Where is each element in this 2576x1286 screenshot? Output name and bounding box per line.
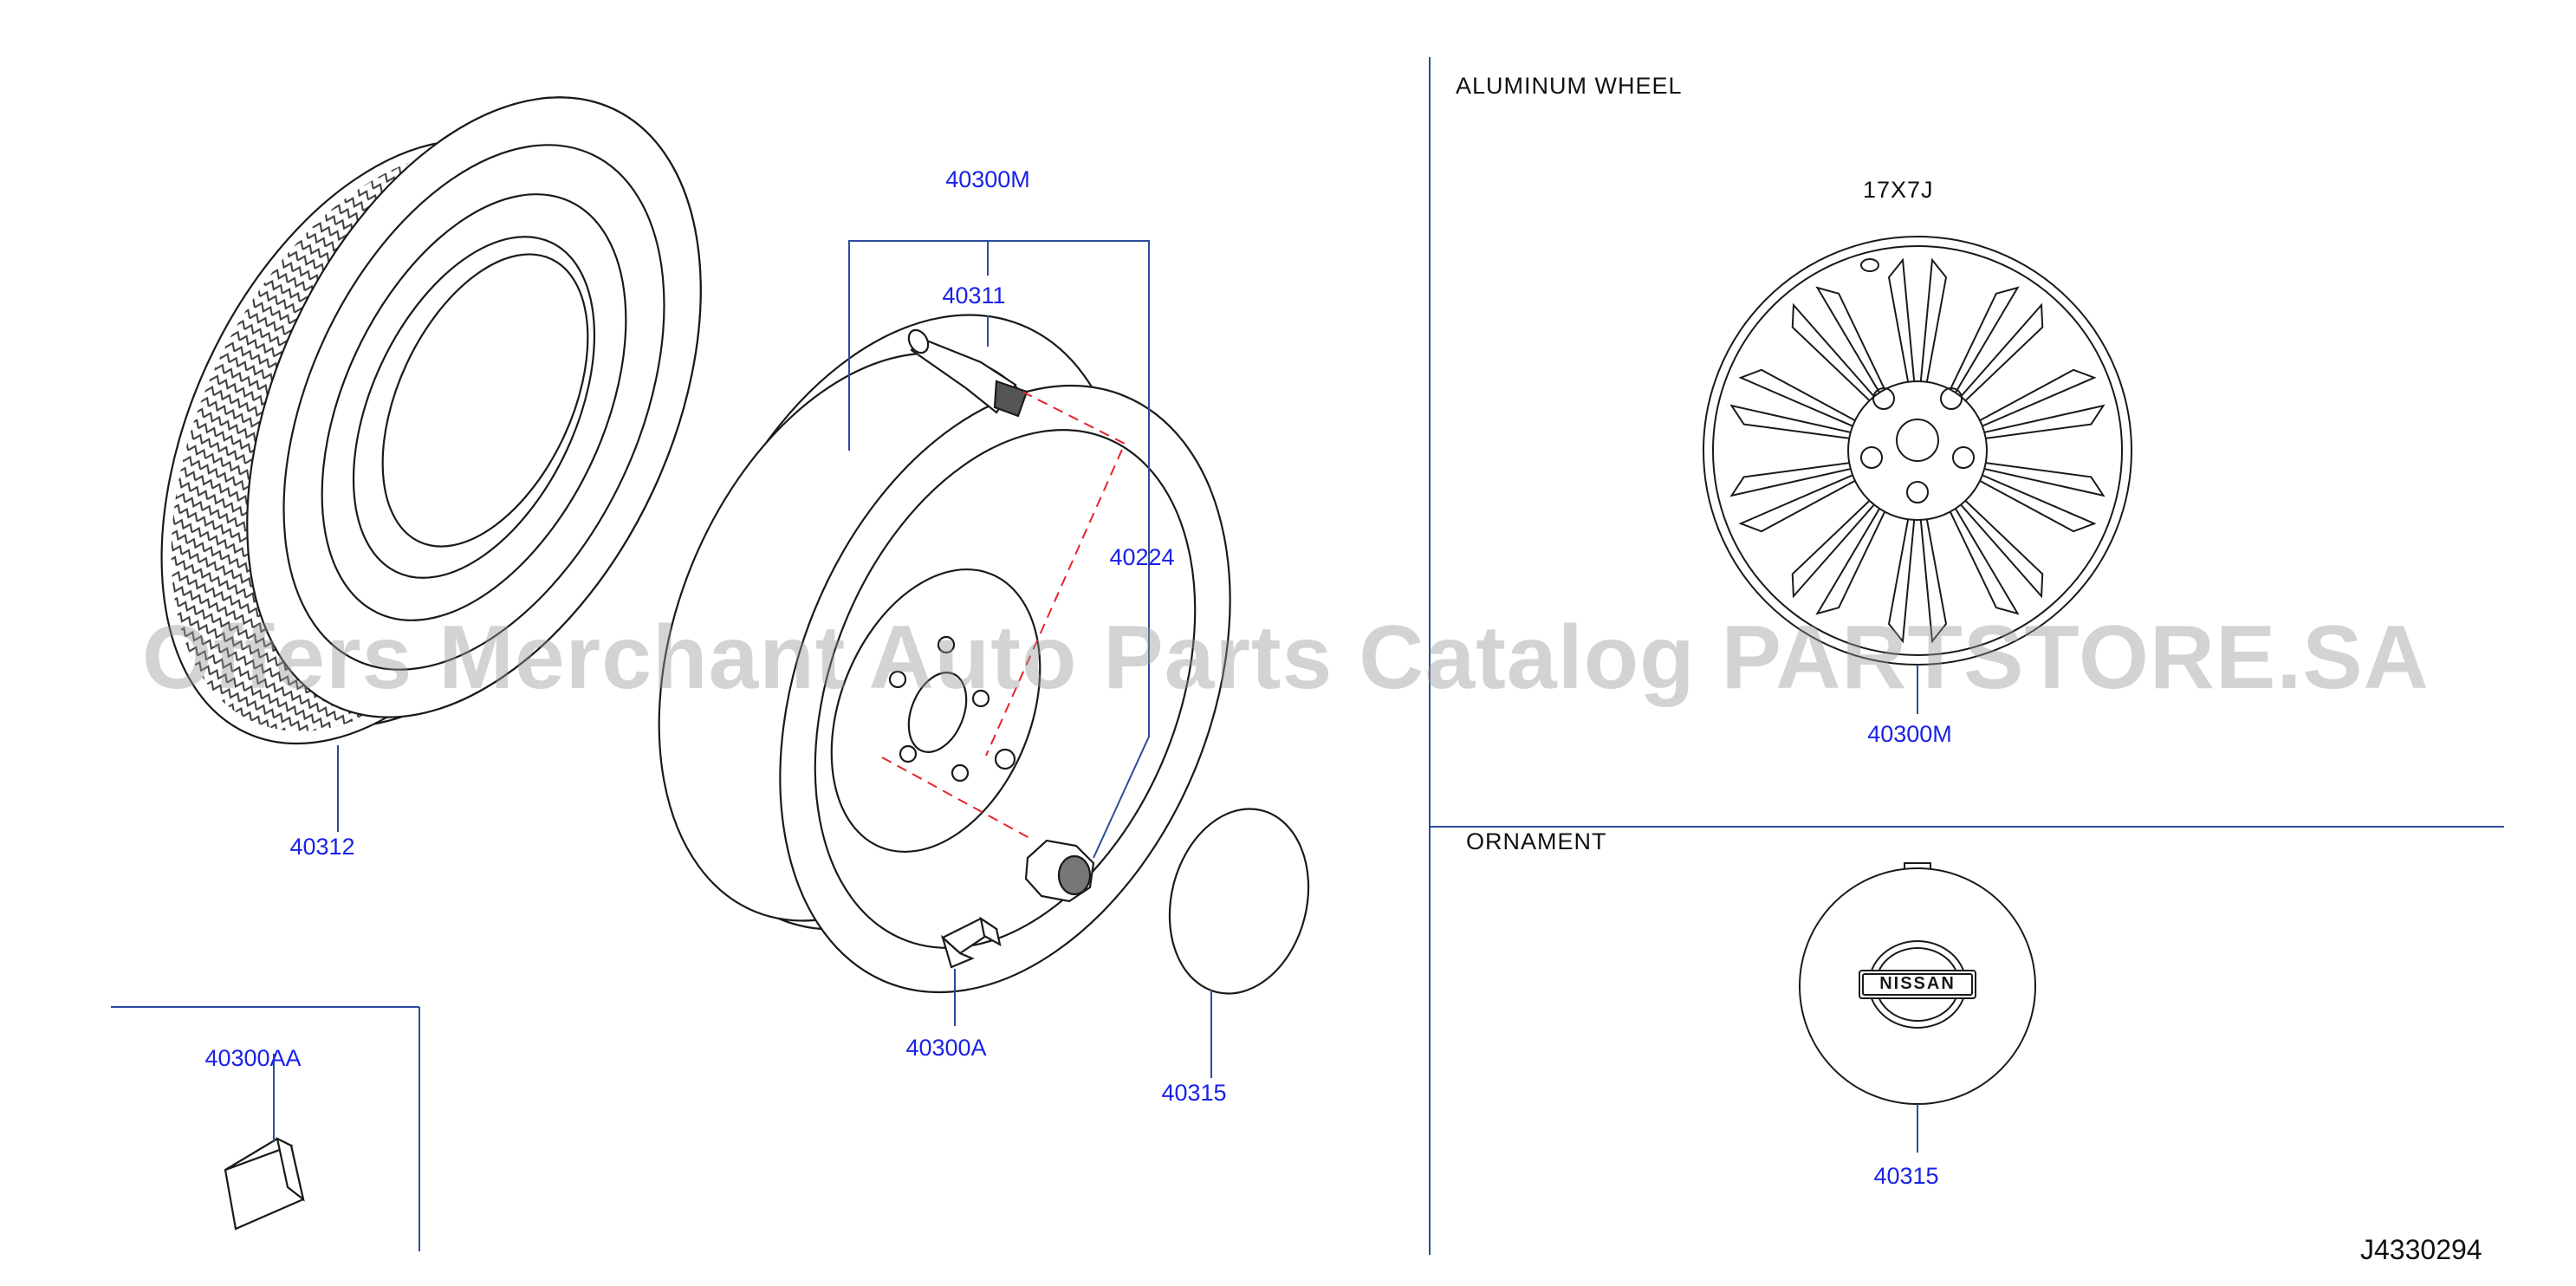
- wheel-size-label: 17X7J: [1863, 177, 1934, 203]
- callout-valve[interactable]: 40311: [942, 283, 1006, 309]
- section-title-ornament: ORNAMENT: [1466, 828, 1607, 854]
- callout-wheel-assembly[interactable]: 40300M: [945, 166, 1030, 192]
- callout-aluminum-wheel[interactable]: 40300M: [1867, 721, 1952, 747]
- balance-weight-drawing[interactable]: [940, 916, 1002, 969]
- section-dividers: [111, 57, 2504, 1255]
- adhesive-weight-drawing[interactable]: [224, 1136, 305, 1231]
- callout-adhesive-weight[interactable]: 40300AA: [204, 1045, 302, 1071]
- nut-drawing[interactable]: [1024, 839, 1095, 903]
- aluminum-wheel-drawing[interactable]: [1703, 236, 2132, 666]
- callout-ornament[interactable]: 40315: [1873, 1163, 1939, 1189]
- callout-tire[interactable]: 40312: [289, 834, 355, 860]
- leader-lines: [273, 240, 1918, 1153]
- tire-drawing[interactable]: [73, 25, 792, 813]
- section-title-aluminum-wheel: ALUMINUM WHEEL: [1456, 73, 1683, 99]
- valve-drawing[interactable]: [905, 327, 1028, 418]
- dashed-connector-lines: [881, 391, 1126, 840]
- watermark: Offers Merchant Auto Parts Catalog PARTS…: [142, 607, 2430, 708]
- ornament-logo-text: NISSAN: [1879, 974, 1956, 993]
- steel-wheel-drawing[interactable]: [581, 248, 1315, 1060]
- disc-ornament-drawing[interactable]: [1151, 794, 1327, 1008]
- callout-nut[interactable]: 40224: [1109, 544, 1175, 570]
- image-code: J4330294: [2360, 1234, 2482, 1265]
- ornament-cap-drawing[interactable]: [1799, 862, 2036, 1105]
- callout-disc-ornament[interactable]: 40315: [1161, 1080, 1227, 1106]
- callout-balance-weight[interactable]: 40300A: [905, 1035, 987, 1061]
